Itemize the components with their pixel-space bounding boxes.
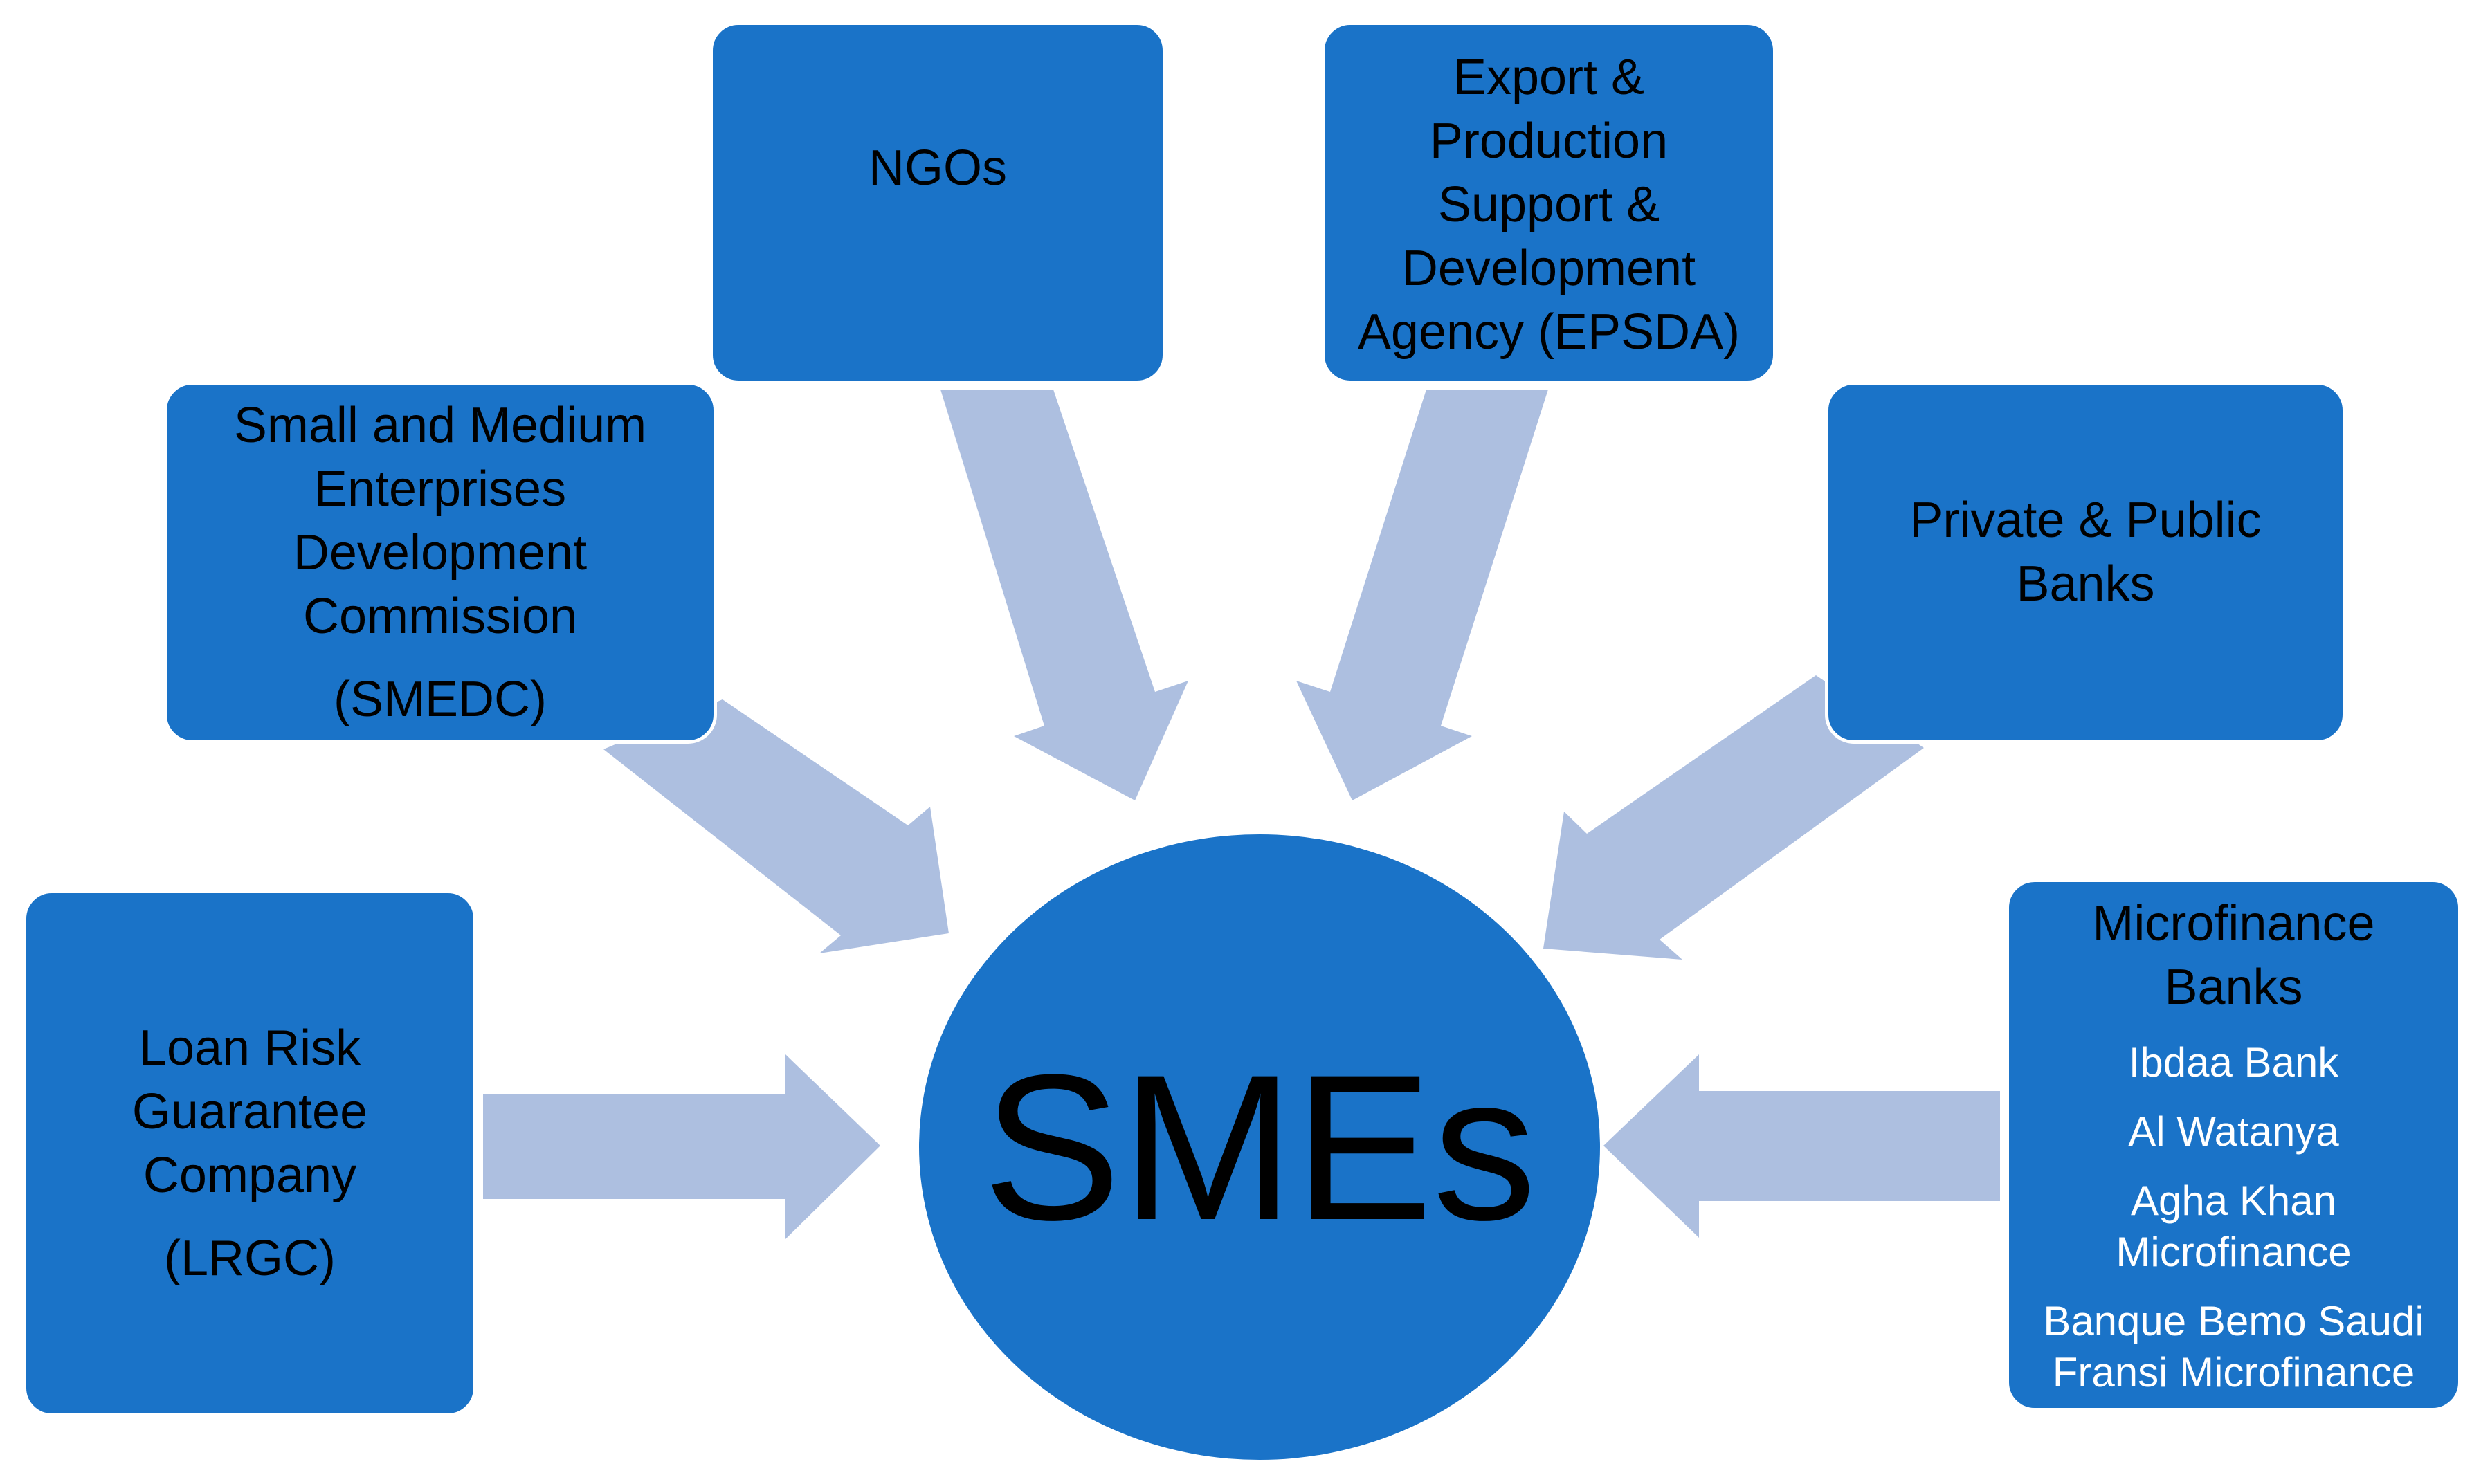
node-banks-line1: Private & Public	[1909, 493, 2262, 548]
node-microfinance-banks: Microfinance Banks Ibdaa Bank Al Watanya…	[2006, 879, 2462, 1411]
arrow-microfinance-to-smes	[1603, 1054, 2000, 1238]
node-microfinance-title2: Banks	[2164, 960, 2303, 1015]
node-smedc-acronym: (SMEDC)	[334, 672, 547, 727]
node-banks-line2: Banks	[2016, 556, 2155, 612]
bank-agha-khan: Agha Khan Microfinance	[2043, 1175, 2424, 1278]
node-epsda-line1: Export &	[1453, 50, 1645, 105]
node-epsda-line3: Support &	[1437, 177, 1660, 232]
bank-agha-khan-line2: Microfinance	[2116, 1229, 2352, 1275]
node-lrgc-line3: Company	[143, 1148, 357, 1203]
node-lrgc: Loan Risk Guarantee Company (LRGC)	[23, 890, 477, 1417]
node-smedc: Small and Medium Enterprises Development…	[163, 381, 717, 744]
node-lrgc-line1: Loan Risk	[138, 1020, 361, 1076]
node-lrgc-acronym: (LRGC)	[164, 1231, 336, 1286]
arrow-smedc-to-smes	[603, 699, 949, 953]
node-microfinance-title1: Microfinance	[2092, 896, 2375, 951]
bank-al-watanya-line1: Al Watanya	[2128, 1108, 2339, 1155]
bank-al-watanya: Al Watanya	[2043, 1106, 2424, 1157]
node-ngos: NGOs	[709, 21, 1166, 384]
node-smedc-line2: Enterprises	[313, 461, 567, 517]
bank-ibdaa: Ibdaa Bank	[2043, 1037, 2424, 1088]
arrow-ngos-to-smes	[940, 390, 1188, 800]
arrow-lrgc-to-smes	[483, 1054, 880, 1239]
microfinance-bank-list: Ibdaa Bank Al Watanya Agha Khan Microfin…	[2043, 1019, 2424, 1398]
node-ngos-line1: NGOs	[868, 140, 1007, 196]
node-smedc-line3: Development	[293, 525, 588, 580]
bank-bemo-saudi-fransi: Banque Bemo Saudi Fransi Microfinance	[2043, 1296, 2424, 1398]
node-smedc-line4: Commission	[302, 589, 578, 644]
node-epsda-line2: Production	[1429, 113, 1669, 169]
arrow-epsda-to-smes	[1296, 390, 1548, 800]
bank-ibdaa-line1: Ibdaa Bank	[2128, 1039, 2339, 1085]
bank-agha-khan-line1: Agha Khan	[2131, 1178, 2336, 1224]
arrow-banks-to-smes	[1543, 675, 1924, 960]
node-epsda-line5: Agency (EPSDA)	[1357, 304, 1741, 360]
node-private-public-banks: Private & Public Banks	[1825, 381, 2346, 744]
node-lrgc-line2: Guarantee	[131, 1084, 368, 1139]
node-smedc-line1: Small and Medium	[233, 398, 647, 453]
node-epsda: Export & Production Support & Developmen…	[1321, 21, 1776, 384]
bank-bemo-line1: Banque Bemo Saudi	[2043, 1298, 2424, 1344]
center-smes-label: SMEs	[982, 1031, 1537, 1263]
node-epsda-line4: Development	[1401, 241, 1696, 296]
bank-bemo-line2: Fransi Microfinance	[2052, 1349, 2415, 1395]
center-smes-circle: SMEs	[916, 831, 1603, 1463]
